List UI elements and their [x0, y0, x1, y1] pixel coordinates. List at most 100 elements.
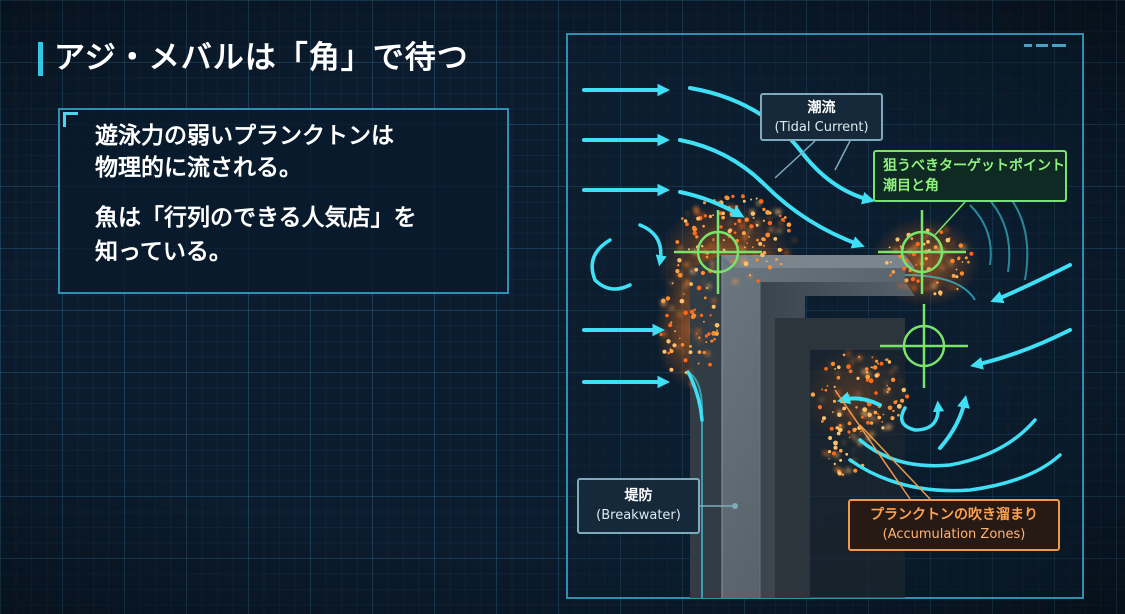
plankton-particle	[783, 226, 786, 229]
flow-arrow-icon	[938, 394, 970, 450]
plankton-particle	[755, 197, 758, 200]
plankton-particle	[902, 388, 905, 391]
plankton-particle	[679, 337, 681, 340]
plankton-particle	[688, 350, 693, 355]
plankton-particle	[678, 312, 682, 317]
plankton-particle	[862, 407, 868, 412]
plankton-particle	[867, 412, 872, 417]
plankton-particle	[750, 198, 753, 201]
plankton-particle	[700, 313, 704, 317]
plankton-particle	[793, 238, 796, 242]
plankton-particle	[898, 255, 902, 259]
plankton-particle	[766, 260, 768, 263]
plankton-particle	[703, 296, 707, 300]
plankton-particle	[724, 195, 729, 200]
plankton-particle	[696, 216, 701, 221]
plankton-particle	[940, 266, 944, 269]
plankton-particle	[688, 248, 690, 251]
plankton-particle	[742, 221, 745, 224]
plankton-particle	[892, 409, 895, 413]
plankton-particle	[964, 256, 968, 260]
plankton-particle	[762, 207, 766, 212]
plankton-particle	[905, 284, 909, 288]
description-line-1: 遊泳力の弱いプランクトンは	[95, 123, 394, 149]
breakwater-label-jp: 堤防	[624, 488, 653, 504]
plankton-particle	[889, 261, 892, 264]
plankton-particle	[742, 199, 746, 203]
eddy-icon	[858, 418, 1037, 468]
plankton-particle	[693, 206, 699, 212]
plankton-particle	[837, 412, 842, 418]
eddy-icon	[686, 370, 704, 422]
target-point-label: 狙うべきターゲットポイント 潮目と角	[873, 150, 1067, 202]
plankton-particle	[665, 313, 669, 318]
plankton-particle	[694, 267, 699, 272]
crosshair-icon	[880, 304, 968, 388]
plankton-particle	[665, 296, 671, 301]
plankton-particle	[817, 405, 823, 410]
plankton-particle	[938, 290, 943, 296]
plankton-particle	[861, 415, 864, 419]
plankton-particle	[821, 416, 827, 421]
plankton-particle	[744, 217, 749, 222]
accumulation-zone-label-en: (Accumulation Zones)	[882, 527, 1026, 542]
flow-arrow-icon	[970, 328, 1072, 370]
plankton-particle	[752, 216, 755, 219]
plankton-particle	[828, 457, 830, 460]
plankton-particle	[863, 416, 867, 419]
target-point-label-line1: 狙うべきターゲットポイント	[883, 158, 1065, 174]
plankton-particle	[748, 228, 752, 231]
plankton-particle	[669, 367, 674, 372]
target-point-label-line2: 潮目と角	[883, 178, 939, 194]
plankton-particle	[957, 256, 961, 260]
plankton-particle	[886, 384, 888, 387]
plankton-particle	[710, 339, 714, 343]
plankton-particle	[890, 370, 893, 374]
plankton-particle	[886, 390, 889, 394]
plankton-particle	[672, 343, 677, 348]
tidal-current-label-en: (Tidal Current)	[774, 120, 869, 135]
plankton-particle	[853, 449, 855, 452]
plankton-particle	[846, 468, 851, 473]
plankton-particle	[912, 245, 918, 250]
plankton-particle	[951, 273, 956, 278]
plankton-particle	[836, 431, 841, 436]
plankton-particle	[714, 331, 719, 336]
plankton-particle	[862, 369, 867, 374]
description-line-2: 物理的に流される。	[95, 155, 302, 181]
plankton-particle	[682, 351, 685, 353]
plankton-particle	[833, 440, 838, 446]
plankton-particle	[711, 304, 716, 309]
plankton-particle	[771, 208, 774, 211]
plankton-particle	[745, 232, 749, 236]
plankton-particle	[777, 229, 781, 233]
plankton-particle	[709, 244, 713, 248]
plankton-particle	[703, 214, 708, 218]
plankton-particle	[784, 250, 789, 255]
plankton-particle	[750, 211, 756, 216]
plankton-particle	[827, 453, 831, 457]
plankton-particle	[845, 452, 849, 456]
breakwater-label: 堤防 (Breakwater)	[577, 478, 700, 534]
breakwater-label-en: (Breakwater)	[596, 508, 681, 523]
plankton-particle	[685, 280, 690, 285]
plankton-particle	[769, 227, 774, 232]
plankton-particle	[837, 365, 841, 370]
plankton-particle	[746, 242, 749, 245]
plankton-particle	[679, 298, 685, 304]
description-line-3: 魚は「行列のできる人気店」を	[95, 205, 417, 231]
plankton-particle	[949, 262, 953, 266]
plankton-particle	[729, 221, 732, 224]
page-title: アジ・メバルは「角」で待つ	[54, 40, 469, 76]
plankton-particle	[677, 345, 680, 349]
plankton-particle	[661, 298, 666, 303]
plankton-particle	[714, 323, 720, 328]
plankton-particle	[898, 284, 903, 288]
plankton-particle	[694, 210, 700, 216]
plankton-particle	[787, 228, 791, 233]
plankton-particle	[710, 261, 714, 265]
plankton-particle	[767, 220, 773, 226]
plankton-particle	[696, 285, 702, 291]
plankton-particle	[702, 201, 707, 205]
plankton-particle	[731, 194, 735, 199]
